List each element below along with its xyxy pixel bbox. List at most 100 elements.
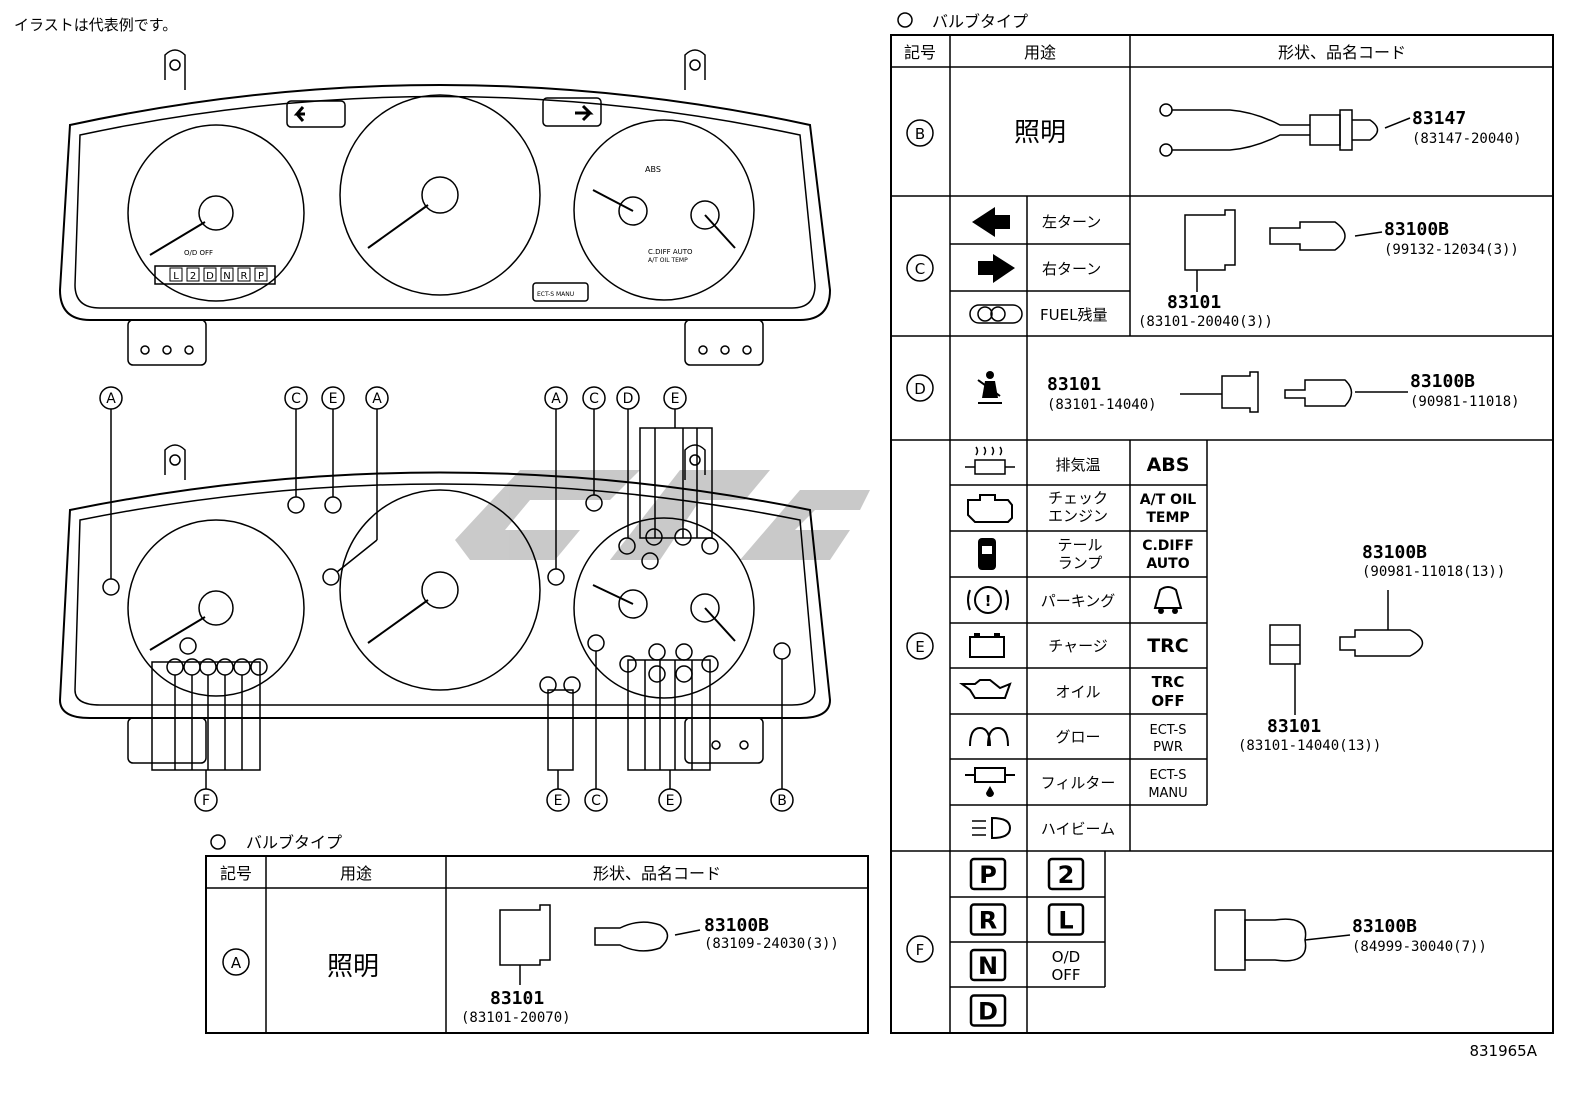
gear-box: [969, 903, 1007, 936]
callout-circle: [194, 788, 218, 812]
exhaust-temp-icon: [965, 446, 1015, 475]
table-a-code: A: [231, 954, 242, 972]
bulb-icon: [1244, 918, 1307, 962]
parking-brake-icon: !: [967, 586, 1009, 614]
row-e-item-charge: チャージ: [1048, 637, 1108, 655]
socket-83101-icon: [1221, 371, 1259, 413]
row-e-label-trc-off-1: TRC: [1152, 673, 1185, 691]
diff-auto-label: C.DIFF AUTO: [648, 248, 693, 256]
row-c-socket-code: (83101-20040(3)): [1138, 314, 1273, 330]
row-e-label-cdiff-1: C.DIFF: [1142, 538, 1194, 554]
wired-bulb-icon: [1159, 103, 1379, 157]
row-b-code: B: [915, 125, 925, 143]
row-e-socket: 83101: [1267, 716, 1321, 737]
row-c-item-left-turn: 左ターン: [1042, 213, 1101, 231]
shift-letter: P: [258, 271, 264, 282]
row-e-item-oil: オイル: [1055, 683, 1100, 701]
shift-letter-box: [237, 267, 251, 282]
row-c-item-right-turn: 右ターン: [1042, 260, 1101, 278]
callout-circle: [544, 386, 568, 410]
ect-manu-label: ECT-S MANU: [537, 291, 574, 298]
od-off-label: O/D OFF: [184, 249, 213, 257]
callout-letter: C: [591, 793, 601, 809]
fuel-filter-icon: [965, 767, 1015, 797]
slip-indicator-icon: [1153, 586, 1183, 614]
callout-letter: E: [671, 391, 680, 407]
abs-indicator-label: ABS: [645, 165, 661, 174]
shift-letter: R: [241, 271, 248, 282]
row-c-socket: 83101: [1167, 292, 1221, 313]
table-a-use: 照明: [327, 952, 379, 982]
socket-icon: [1214, 909, 1246, 971]
left-turn-icon: [293, 106, 305, 122]
row-c-code: C: [915, 260, 925, 278]
gear-box: [969, 857, 1007, 891]
shift-letter-box: [169, 267, 183, 282]
table-main-header-code: 記号: [904, 43, 936, 62]
row-e-item-high-beam: ハイビーム: [1041, 820, 1115, 838]
table-a-header-shape: 形状、品名コード: [593, 864, 721, 883]
callout-circle: [582, 386, 606, 410]
row-e-socket-code: (83101-14040(13)): [1238, 738, 1381, 754]
right-turn-icon: [575, 104, 594, 122]
callout-circle: [658, 788, 682, 812]
socket-83101-icon: [499, 904, 551, 966]
row-c-bulb: 83100B: [1384, 219, 1449, 240]
callout-letter: A: [372, 391, 382, 407]
row-e-label-ect-manu-2: MANU: [1148, 786, 1187, 801]
gear-box: [1047, 857, 1085, 891]
at-oil-temp-label: A/T OIL TEMP: [648, 257, 688, 264]
callout-circle: [770, 788, 794, 812]
check-engine-icon: [967, 494, 1013, 523]
right-turn-icon: [978, 254, 1015, 283]
gear-letter: P: [979, 861, 997, 889]
callout-circle: [365, 386, 389, 410]
table-main-header-use: 用途: [1024, 43, 1056, 62]
row-b-part: 83147: [1412, 108, 1466, 129]
gear-box: [969, 994, 1007, 1027]
shift-letter: D: [206, 271, 214, 282]
row-f-od-off-1: O/D: [1052, 948, 1080, 966]
gear-box: [1047, 903, 1085, 936]
cluster-rear-view: [58, 408, 832, 790]
svg-text:!: !: [985, 592, 992, 610]
shift-letter-box: [203, 267, 217, 282]
row-e-item-parking: パーキング: [1041, 592, 1116, 610]
row-e-label-at-oil-2: TEMP: [1146, 510, 1189, 526]
row-e-item-tail-lamp-1: テール: [1057, 536, 1102, 554]
table-a-socket: 83101: [490, 988, 544, 1009]
cluster-front-view: ABS O/D OFF C.DIFF AUTO A/T OIL TEMP ECT…: [58, 49, 832, 366]
row-d-bulb: 83100B: [1410, 371, 1475, 392]
gear-box: [969, 948, 1007, 982]
row-c-bulb-code: (99132-12034(3)): [1384, 242, 1519, 258]
shift-letter-box: [254, 267, 268, 282]
row-d-code: D: [914, 380, 926, 398]
callout-letter: C: [589, 391, 599, 407]
row-c-item-fuel: FUEL残量: [1040, 306, 1107, 324]
socket-83101-icon: [1184, 209, 1236, 271]
callout-letter: D: [623, 391, 634, 407]
tail-lamp-icon: [978, 538, 996, 570]
row-e-item-exhaust-temp: 排気温: [1055, 456, 1100, 474]
row-d-bulb-code: (90981-11018): [1410, 394, 1520, 410]
shift-letter-box: [220, 267, 234, 282]
callout-letter: C: [291, 391, 301, 407]
row-e-label-ect-pwr-1: ECT-S: [1150, 723, 1187, 738]
gear-letter: N: [978, 952, 998, 980]
gear-letter: 2: [1058, 861, 1075, 889]
glow-plug-icon: [969, 726, 1009, 747]
seatbelt-icon: [977, 371, 1002, 404]
wedge-bulb-icon: [594, 921, 669, 952]
row-f-od-off-2: OFF: [1051, 966, 1080, 984]
row-e-code: E: [915, 638, 924, 656]
table-a-bulb-code: (83109-24030(3)): [704, 936, 839, 952]
row-b-use: 照明: [1014, 118, 1066, 148]
table-a-header-code: 記号: [220, 864, 252, 883]
figure-id: 831965A: [1469, 1042, 1537, 1060]
shift-letter: N: [223, 271, 230, 282]
callout-circle: [616, 386, 640, 410]
bulb-table-a: バルブタイプ 記号 用途 形状、品名コード A 照明 83100B (83109…: [205, 833, 869, 1034]
